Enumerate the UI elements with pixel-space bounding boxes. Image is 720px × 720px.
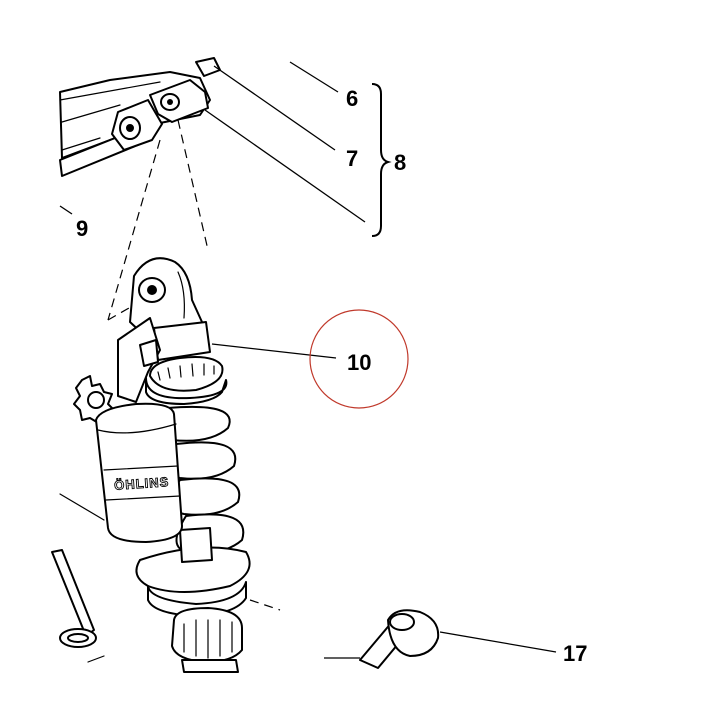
callout-7: 7	[346, 146, 359, 171]
upper-linkage	[59, 57, 221, 177]
shock-absorber	[73, 257, 251, 673]
leader-lines-top	[59, 61, 366, 223]
callout-17: 17	[563, 641, 588, 666]
group-bracket	[371, 83, 392, 237]
callout-10: 10	[347, 350, 372, 375]
callout-9: 9	[76, 216, 89, 241]
assembly-guides	[107, 119, 209, 321]
callout-8: 8	[394, 150, 407, 175]
bolt-part	[249, 599, 557, 669]
brand-mark: ÖHLINS	[114, 474, 170, 493]
callout-10-highlight	[309, 309, 409, 409]
leader-line-10	[211, 343, 337, 359]
callout-6: 6	[346, 86, 359, 111]
left-strut	[51, 493, 105, 663]
